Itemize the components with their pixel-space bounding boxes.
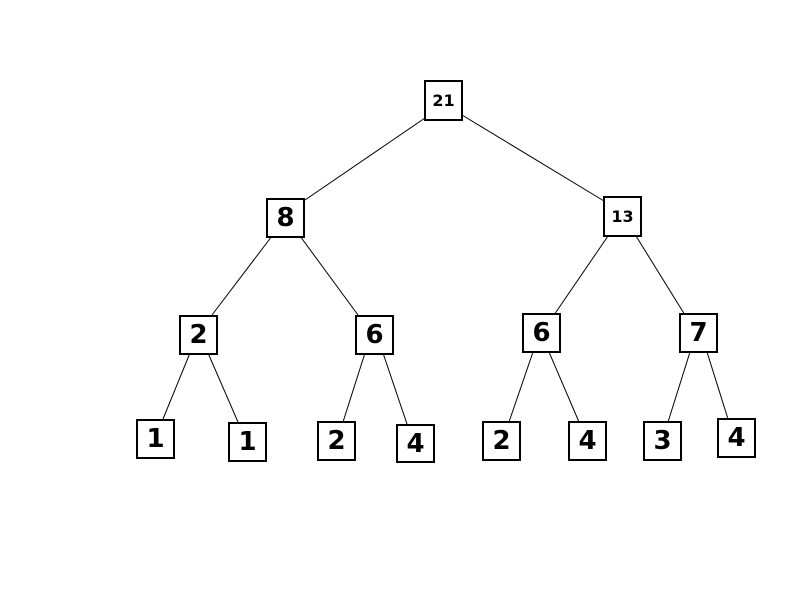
edge-2-left (162, 352, 191, 420)
node-value: 1 (238, 427, 257, 457)
tree-node-right-right: 7 (679, 313, 718, 353)
node-value: 6 (365, 320, 384, 350)
tree-leaf: 1 (136, 419, 175, 459)
tree-leaf: 1 (228, 422, 267, 462)
edge-6b-right (548, 351, 580, 423)
node-value: 4 (406, 428, 425, 459)
node-value: 8 (276, 203, 295, 233)
node-value: 4 (727, 423, 746, 453)
node-value: 1 (146, 424, 165, 454)
tree-node-left: 8 (266, 198, 305, 238)
edge-6b-left (508, 351, 534, 423)
edge-2-right (207, 352, 239, 423)
tree-leaf: 4 (568, 421, 607, 461)
tree-node-right-left: 6 (522, 313, 561, 353)
tree-leaf: 2 (317, 421, 356, 461)
node-value: 6 (532, 318, 551, 348)
tree-node-right: 13 (603, 196, 642, 237)
node-value: 7 (689, 318, 708, 348)
tree-node-root: 21 (424, 80, 463, 121)
tree-node-left-left: 2 (179, 315, 218, 355)
edge-8-left (211, 235, 273, 316)
tree-leaf: 2 (482, 421, 521, 461)
edge-8-right (299, 235, 359, 316)
edge-6a-right (382, 352, 408, 425)
tree-leaf: 4 (396, 424, 435, 463)
node-value: 3 (653, 426, 672, 456)
node-value: 21 (432, 90, 455, 110)
node-value: 2 (327, 426, 346, 456)
node-value: 13 (611, 206, 634, 226)
tree-leaf: 4 (717, 418, 756, 458)
edge-7-right (706, 351, 729, 420)
tree-leaf: 3 (643, 421, 682, 461)
edge-root-left (304, 117, 426, 201)
node-value: 2 (492, 426, 511, 456)
edge-7-left (667, 351, 691, 423)
edge-6a-left (342, 352, 366, 423)
edge-13-left (553, 235, 609, 316)
edge-root-right (461, 114, 605, 202)
edge-13-right (635, 235, 686, 316)
node-value: 2 (189, 320, 208, 350)
tree-node-left-right: 6 (355, 315, 394, 355)
node-value: 4 (578, 426, 597, 456)
